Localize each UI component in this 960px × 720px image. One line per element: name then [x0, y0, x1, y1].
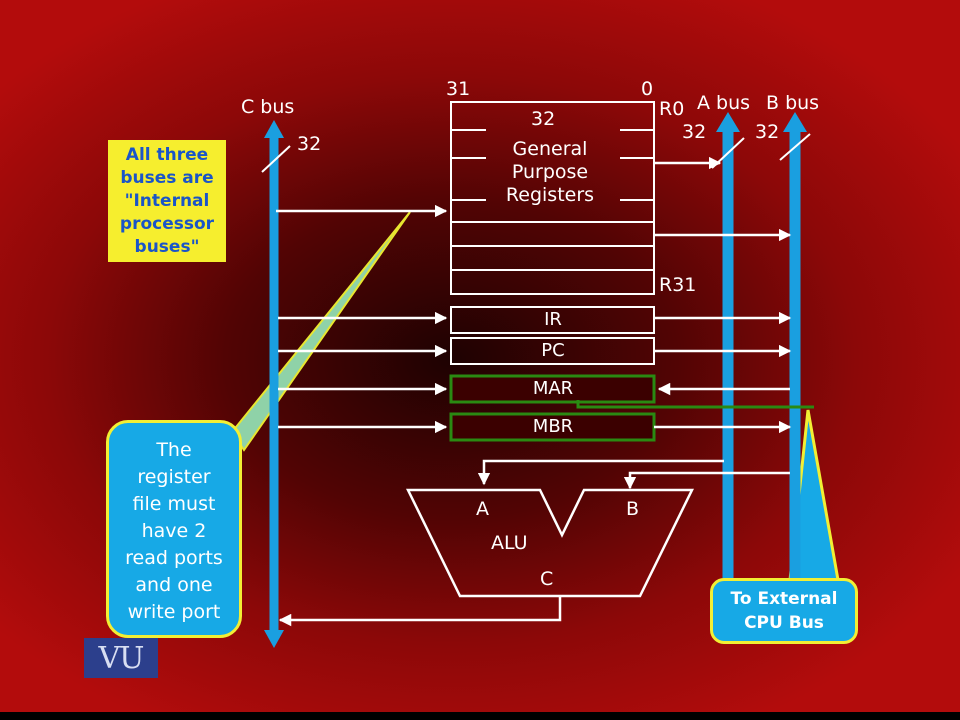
- bit-high-label: 31: [446, 78, 471, 100]
- a-bus-width: 32: [682, 121, 707, 143]
- callout-line: read ports: [125, 546, 223, 569]
- alu: [405, 488, 695, 598]
- mbr-label: MBR: [532, 416, 574, 437]
- c-bus-write-arrows: [276, 204, 448, 434]
- register-file-ports-callout: The register file must have 2 read ports…: [106, 420, 242, 638]
- ir-label: IR: [544, 309, 562, 330]
- callout-pointer-register-file: [230, 211, 411, 452]
- callout-line: To External: [730, 589, 838, 609]
- ir-register: [450, 306, 655, 334]
- note-line: "Internal: [124, 190, 210, 211]
- c-bus: [261, 120, 291, 648]
- pc-label: PC: [541, 340, 565, 361]
- register-width: 32: [531, 108, 556, 130]
- r31-label: R31: [659, 274, 697, 296]
- callout-line: register: [137, 465, 211, 488]
- callout-line: have 2: [141, 519, 207, 542]
- r0-label: R0: [659, 98, 685, 120]
- callout-line: The: [156, 438, 192, 461]
- note-line: buses": [134, 236, 200, 257]
- external-bus-callout: To External CPU Bus: [710, 578, 858, 644]
- register-file-name-line: Purpose: [511, 161, 589, 183]
- register-file-name-line: Registers: [505, 184, 595, 206]
- alu-input-a-label: A: [476, 498, 489, 520]
- c-bus-label: C bus: [241, 96, 295, 118]
- bit-low-label: 0: [641, 78, 654, 100]
- register-file-name: General Purpose Registers: [470, 138, 630, 207]
- alu-input-b-label: B: [626, 498, 640, 520]
- c-bus-width: 32: [297, 133, 322, 155]
- b-bus: [779, 112, 811, 590]
- register-file-name-line: General: [512, 138, 588, 160]
- alu-output-wire: [278, 596, 562, 627]
- alu-input-a-wire: [477, 459, 724, 486]
- external-bus-link: [576, 400, 814, 409]
- vu-logo: VU: [84, 638, 158, 678]
- a-bus-label: A bus: [697, 92, 751, 114]
- callout-line: and one: [135, 573, 213, 596]
- internal-buses-note: All three buses are "Internal processor …: [108, 140, 226, 262]
- callout-line: file must: [132, 492, 216, 515]
- bus-read-arrows: [654, 156, 792, 434]
- alu-label: ALU: [491, 532, 528, 554]
- alu-output-c-label: C: [540, 568, 554, 590]
- b-bus-label: B bus: [766, 92, 820, 114]
- alu-input-b-wire: [623, 471, 790, 490]
- note-line: buses are: [120, 167, 214, 188]
- mar-label: MAR: [532, 378, 574, 399]
- callout-line: write port: [127, 600, 221, 623]
- note-line: processor: [119, 213, 215, 234]
- mar-register: [449, 374, 656, 404]
- note-line: All three: [125, 144, 209, 165]
- callout-line: CPU Bus: [744, 613, 824, 633]
- b-bus-width: 32: [755, 121, 780, 143]
- register-file: [450, 101, 655, 295]
